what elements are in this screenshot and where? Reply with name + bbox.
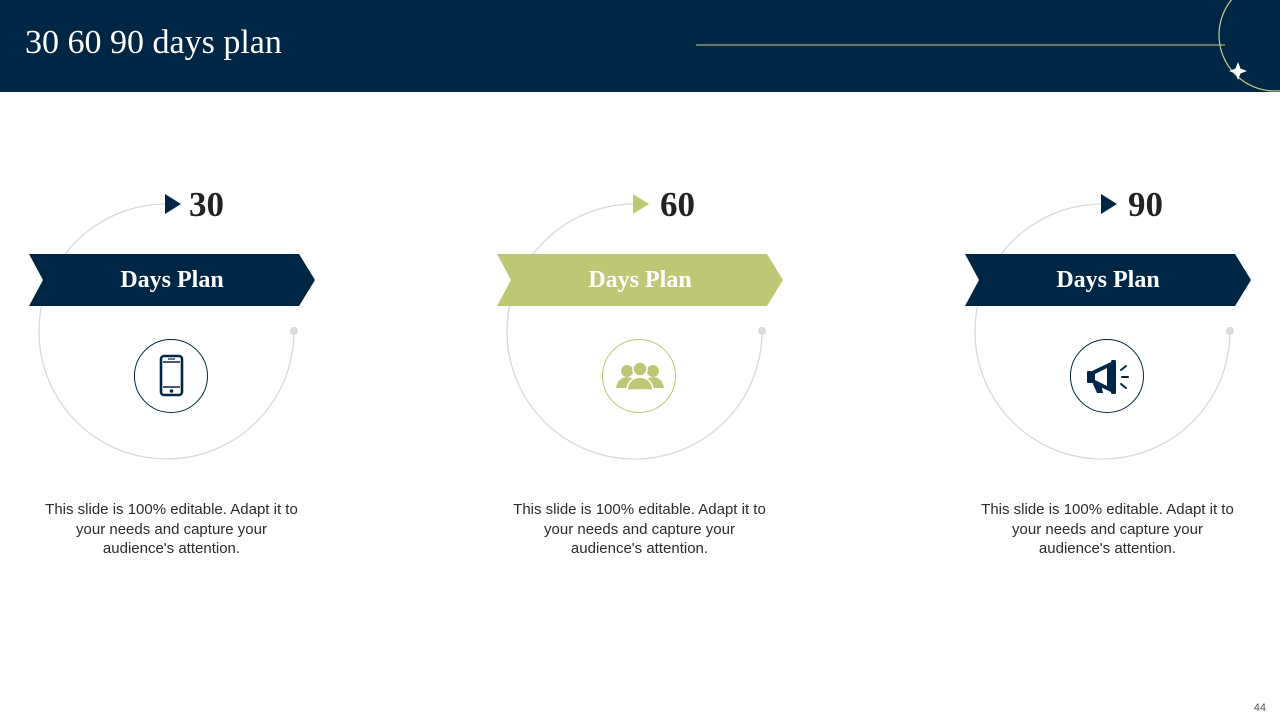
icon-badge — [1070, 339, 1144, 413]
phase-30: 30 Days Plan This slide is 100% editable… — [29, 170, 329, 570]
icon-badge — [134, 339, 208, 413]
phase-description: This slide is 100% editable. Adapt it to… — [45, 501, 298, 557]
play-arrow-icon — [633, 194, 649, 214]
phase-description: This slide is 100% editable. Adapt it to… — [981, 501, 1234, 557]
megaphone-icon — [1087, 360, 1129, 394]
phase-label: Days Plan — [120, 267, 224, 293]
slide-header: 30 60 90 days plan — [0, 0, 1280, 92]
progress-ring — [974, 194, 1234, 460]
progress-ring — [38, 194, 298, 460]
phase-number: 60 — [660, 185, 695, 224]
play-arrow-icon — [1101, 194, 1117, 214]
phase-ribbon — [497, 254, 783, 306]
progress-ring — [506, 194, 766, 460]
phase-number: 30 — [189, 185, 224, 224]
sparkle-icon — [1229, 62, 1247, 80]
page-number: 44 — [1253, 702, 1266, 714]
slide-title: 30 60 90 days plan — [25, 24, 282, 61]
phase-ribbon — [965, 254, 1251, 306]
team-icon — [616, 361, 664, 391]
phase-60: 60 Days Plan This slide is 100% editable… — [497, 170, 797, 570]
header-decoration — [696, 0, 1280, 92]
phase-90: 90 Days Plan This slide is 100% editable… — [965, 170, 1265, 570]
icon-badge — [602, 339, 676, 413]
phase-label: Days Plan — [1056, 267, 1160, 293]
phase-ribbon — [29, 254, 315, 306]
phase-number: 90 — [1128, 185, 1163, 224]
phase-label: Days Plan — [588, 267, 692, 293]
smartphone-icon — [159, 354, 184, 397]
play-arrow-icon — [165, 194, 181, 214]
phase-description: This slide is 100% editable. Adapt it to… — [513, 501, 766, 557]
